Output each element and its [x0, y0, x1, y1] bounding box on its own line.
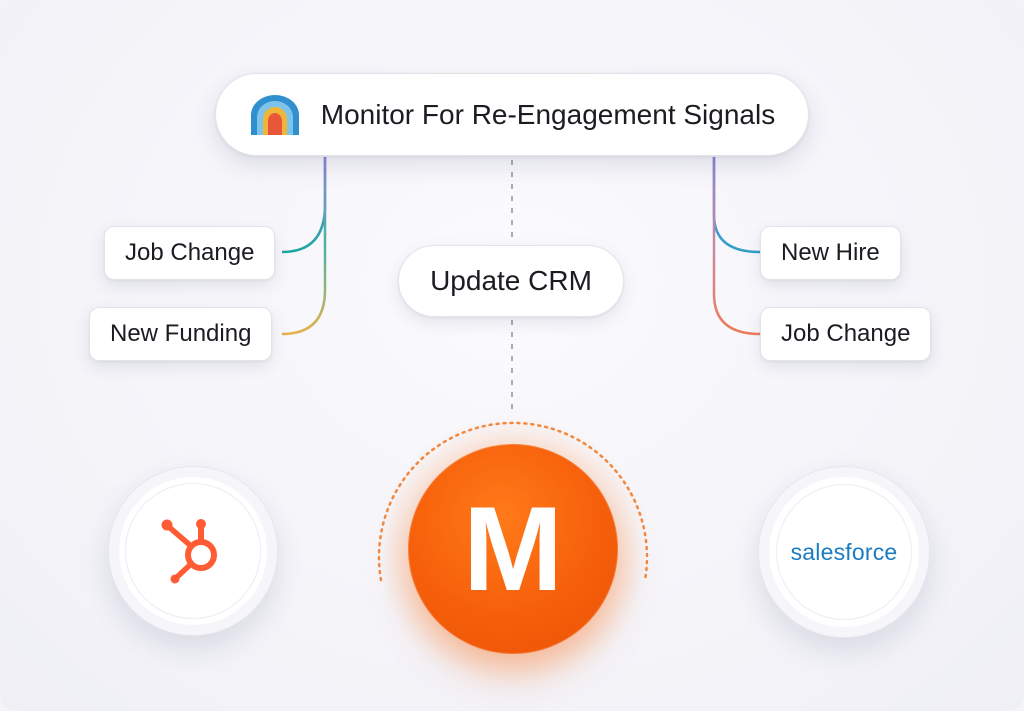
m-logo[interactable]: M — [408, 444, 618, 654]
tag-right-job-change[interactable]: Job Change — [760, 307, 932, 361]
salesforce-node-inner: salesforce — [776, 484, 912, 620]
workflow-header[interactable]: Monitor For Re-Engagement Signals — [215, 73, 809, 156]
connector-left-new-funding — [281, 157, 327, 336]
salesforce-logo-text: salesforce — [790, 538, 898, 565]
tag-label: New Hire — [781, 239, 880, 266]
arch-logo-icon — [249, 93, 301, 137]
hubspot-node[interactable] — [108, 466, 278, 636]
hubspot-logo-icon — [155, 511, 231, 592]
tag-left-job-change[interactable]: Job Change — [104, 226, 276, 280]
workflow-title: Monitor For Re-Engagement Signals — [320, 98, 776, 130]
hubspot-node-inner — [125, 483, 261, 619]
salesforce-node[interactable]: salesforce — [758, 466, 930, 638]
tag-label: Job Change — [781, 320, 911, 347]
connector-right-job-change — [712, 157, 761, 336]
tag-label: New Funding — [110, 320, 252, 347]
update-crm-step[interactable]: Update CRM — [398, 245, 624, 317]
connector-right-new-hire — [712, 157, 761, 254]
tag-left-new-funding[interactable]: New Funding — [89, 307, 273, 361]
tag-label: Job Change — [125, 239, 255, 266]
tag-right-new-hire[interactable]: New Hire — [760, 226, 901, 280]
m-logo-letter: M — [463, 482, 563, 616]
update-crm-label: Update CRM — [430, 265, 592, 296]
connector-left-job-change — [281, 157, 327, 254]
